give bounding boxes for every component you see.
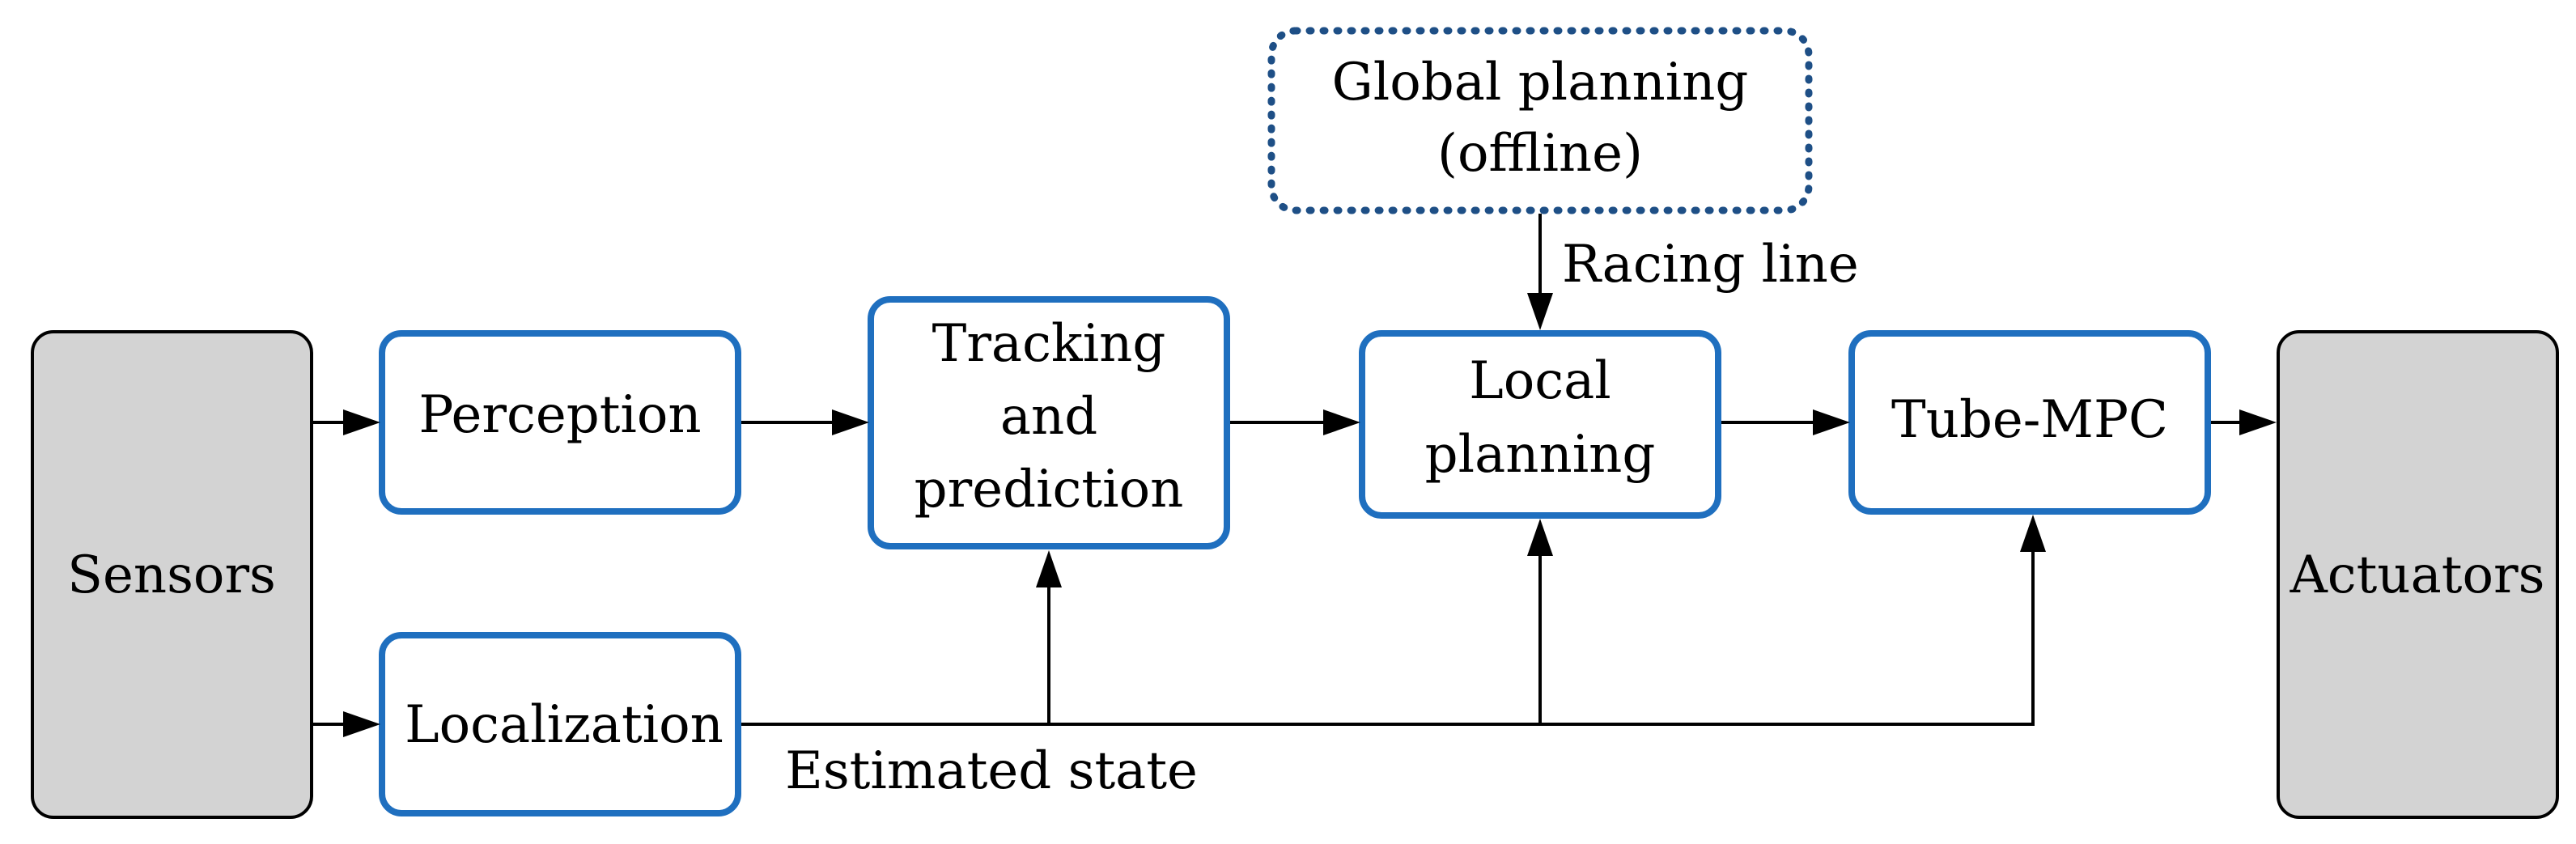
tracking-label-line1: Tracking	[932, 314, 1166, 374]
perception-label: Perception	[418, 385, 701, 445]
global-planning-label-line1: Global planning	[1332, 53, 1749, 112]
global-planning-label-line2: (offline)	[1437, 124, 1643, 184]
estimated-state-bus	[741, 515, 2046, 726]
tube-mpc-block: Tube-MPC	[1848, 330, 2211, 515]
local-planning-block: Local planning	[1359, 330, 1721, 519]
racing-line-label: Racing line	[1562, 235, 1859, 295]
localization-label: Localization	[405, 695, 724, 755]
arrow-sensors-to-localization	[312, 711, 380, 737]
local-planning-label-line2: planning	[1425, 425, 1656, 485]
actuators-block: Actuators	[2277, 330, 2559, 819]
actuators-label: Actuators	[2290, 545, 2545, 605]
global-planning-block: Global planning (offline)	[1267, 27, 1813, 214]
sensors-block: Sensors	[31, 330, 313, 819]
tracking-label-line3: prediction	[915, 460, 1184, 520]
tube-mpc-label: Tube-MPC	[1891, 390, 2168, 450]
arrow-global-to-local-planning	[1527, 214, 1553, 330]
arrow-tube-mpc-to-actuators	[2211, 409, 2277, 435]
arrow-local-planning-to-tube-mpc	[1721, 409, 1850, 435]
local-planning-label-line1: Local	[1469, 351, 1611, 411]
localization-block: Localization	[379, 632, 741, 816]
tracking-prediction-block: Tracking and prediction	[868, 296, 1230, 549]
arrow-perception-to-tracking	[741, 409, 869, 435]
sensors-label: Sensors	[67, 545, 276, 605]
tracking-label-line2: and	[1000, 387, 1097, 447]
arrow-tracking-to-local-planning	[1230, 409, 1360, 435]
arrow-sensors-to-perception	[312, 409, 380, 435]
estimated-state-label: Estimated state	[785, 741, 1198, 801]
perception-block: Perception	[379, 330, 741, 515]
